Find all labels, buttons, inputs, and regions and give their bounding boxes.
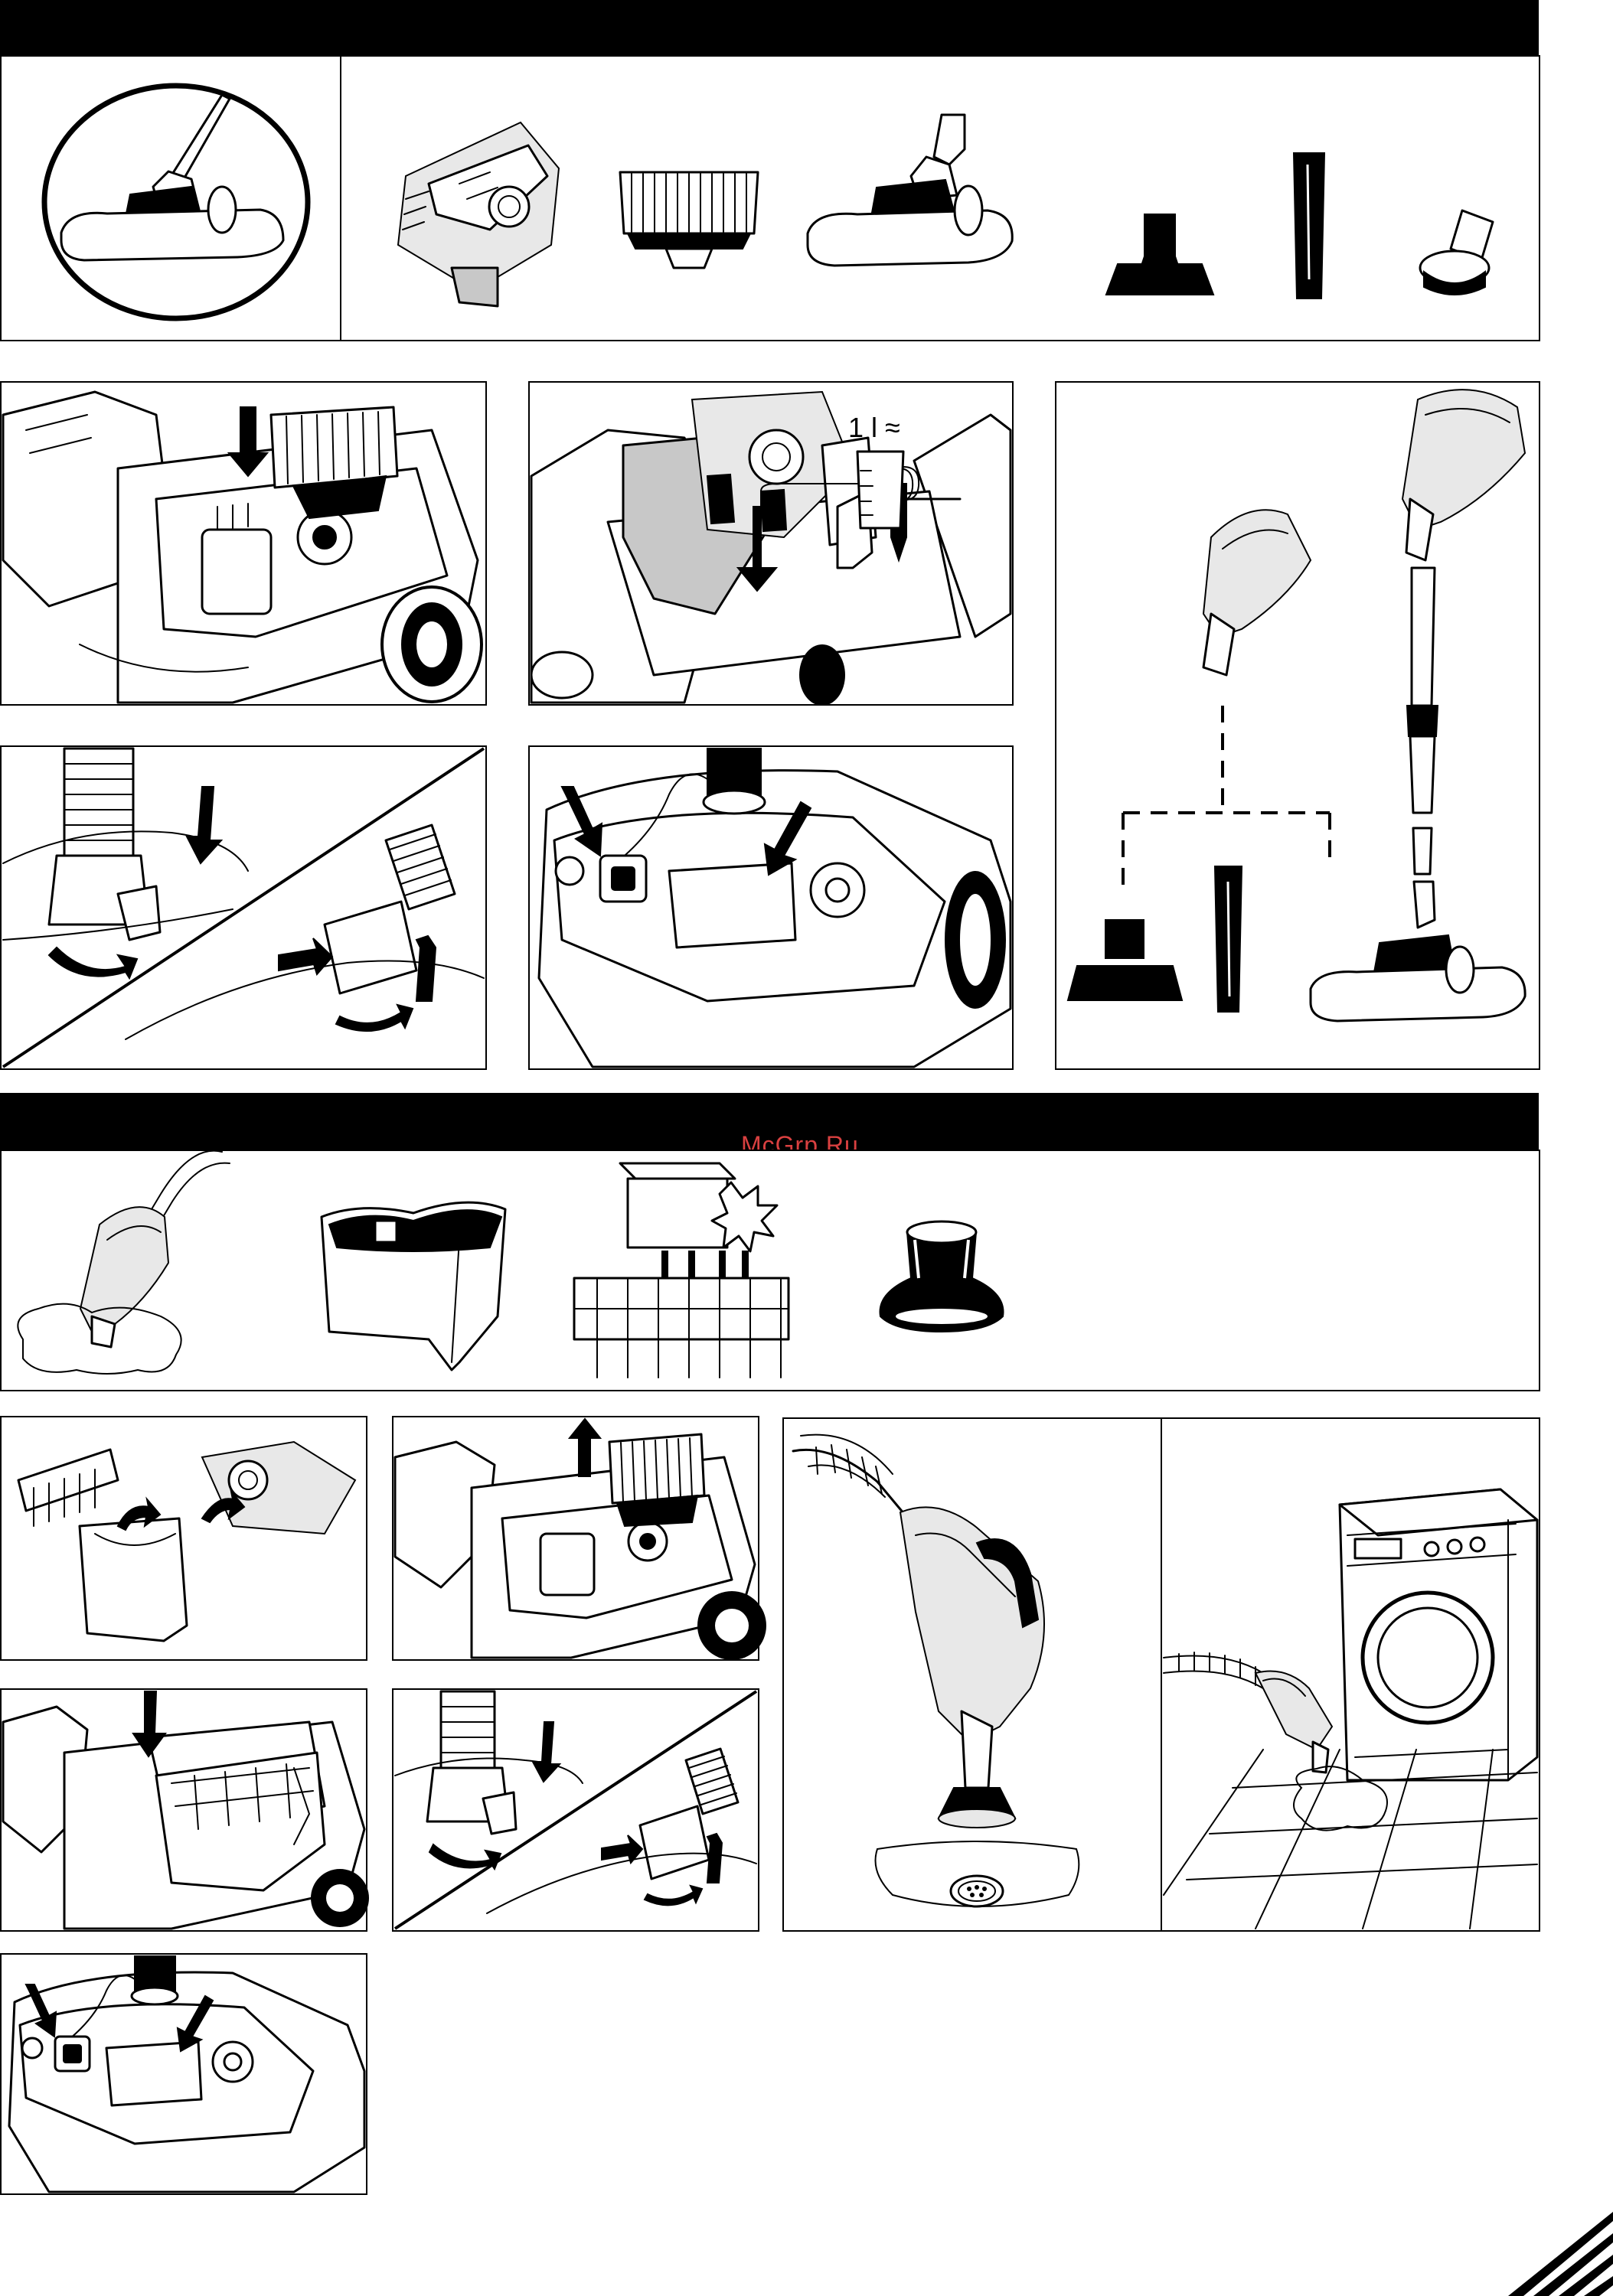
empty-water-divider (1161, 1419, 1162, 1930)
turbo-brush-icon (41, 83, 311, 321)
hose-connection-illustration (2, 747, 485, 1068)
insert-filter-box-illustration (2, 1691, 369, 1930)
drain-grate-icon (949, 1874, 1004, 1908)
fill-volume-label: 1 l ≈ (848, 412, 900, 443)
hose-adapter-icon (879, 1220, 1004, 1333)
accessories-divider (340, 57, 341, 340)
washing-machine-icon (1163, 1488, 1539, 1929)
upholstery-nozzle-icon (1105, 214, 1215, 295)
dusting-brush-icon (1419, 209, 1494, 295)
water-filter-box-icon (397, 121, 560, 308)
hepa-filter-icon (619, 171, 759, 269)
water-box-full-icon (320, 1201, 507, 1371)
measuring-jug-icon (856, 450, 920, 530)
crevice-nozzle-icon (1292, 152, 1326, 299)
section-header-bar-2 (0, 1093, 1539, 1151)
plug-in-again-illustration (8, 1955, 366, 2193)
floor-nozzle-icon (806, 113, 1014, 267)
vacuum-open-lid-illustration (2, 390, 483, 704)
reattach-hose-illustration (393, 1690, 758, 1930)
filter-disassembly-illustration (17, 1440, 357, 1642)
drain-over-floor-drain-illustration (792, 1433, 1080, 1907)
section-header-bar-1 (0, 0, 1539, 57)
no-liquids-icon (17, 1150, 230, 1375)
hose-assembly-illustration (1066, 389, 1526, 1022)
page-corner-tab (1508, 2212, 1613, 2296)
warnings-panel (0, 1150, 1540, 1391)
plug-connection-illustration (537, 748, 1012, 1068)
remove-hepa-illustration (393, 1417, 766, 1660)
filter-replacement-icon (573, 1162, 790, 1378)
water-box-fill-illustration (530, 390, 1012, 706)
